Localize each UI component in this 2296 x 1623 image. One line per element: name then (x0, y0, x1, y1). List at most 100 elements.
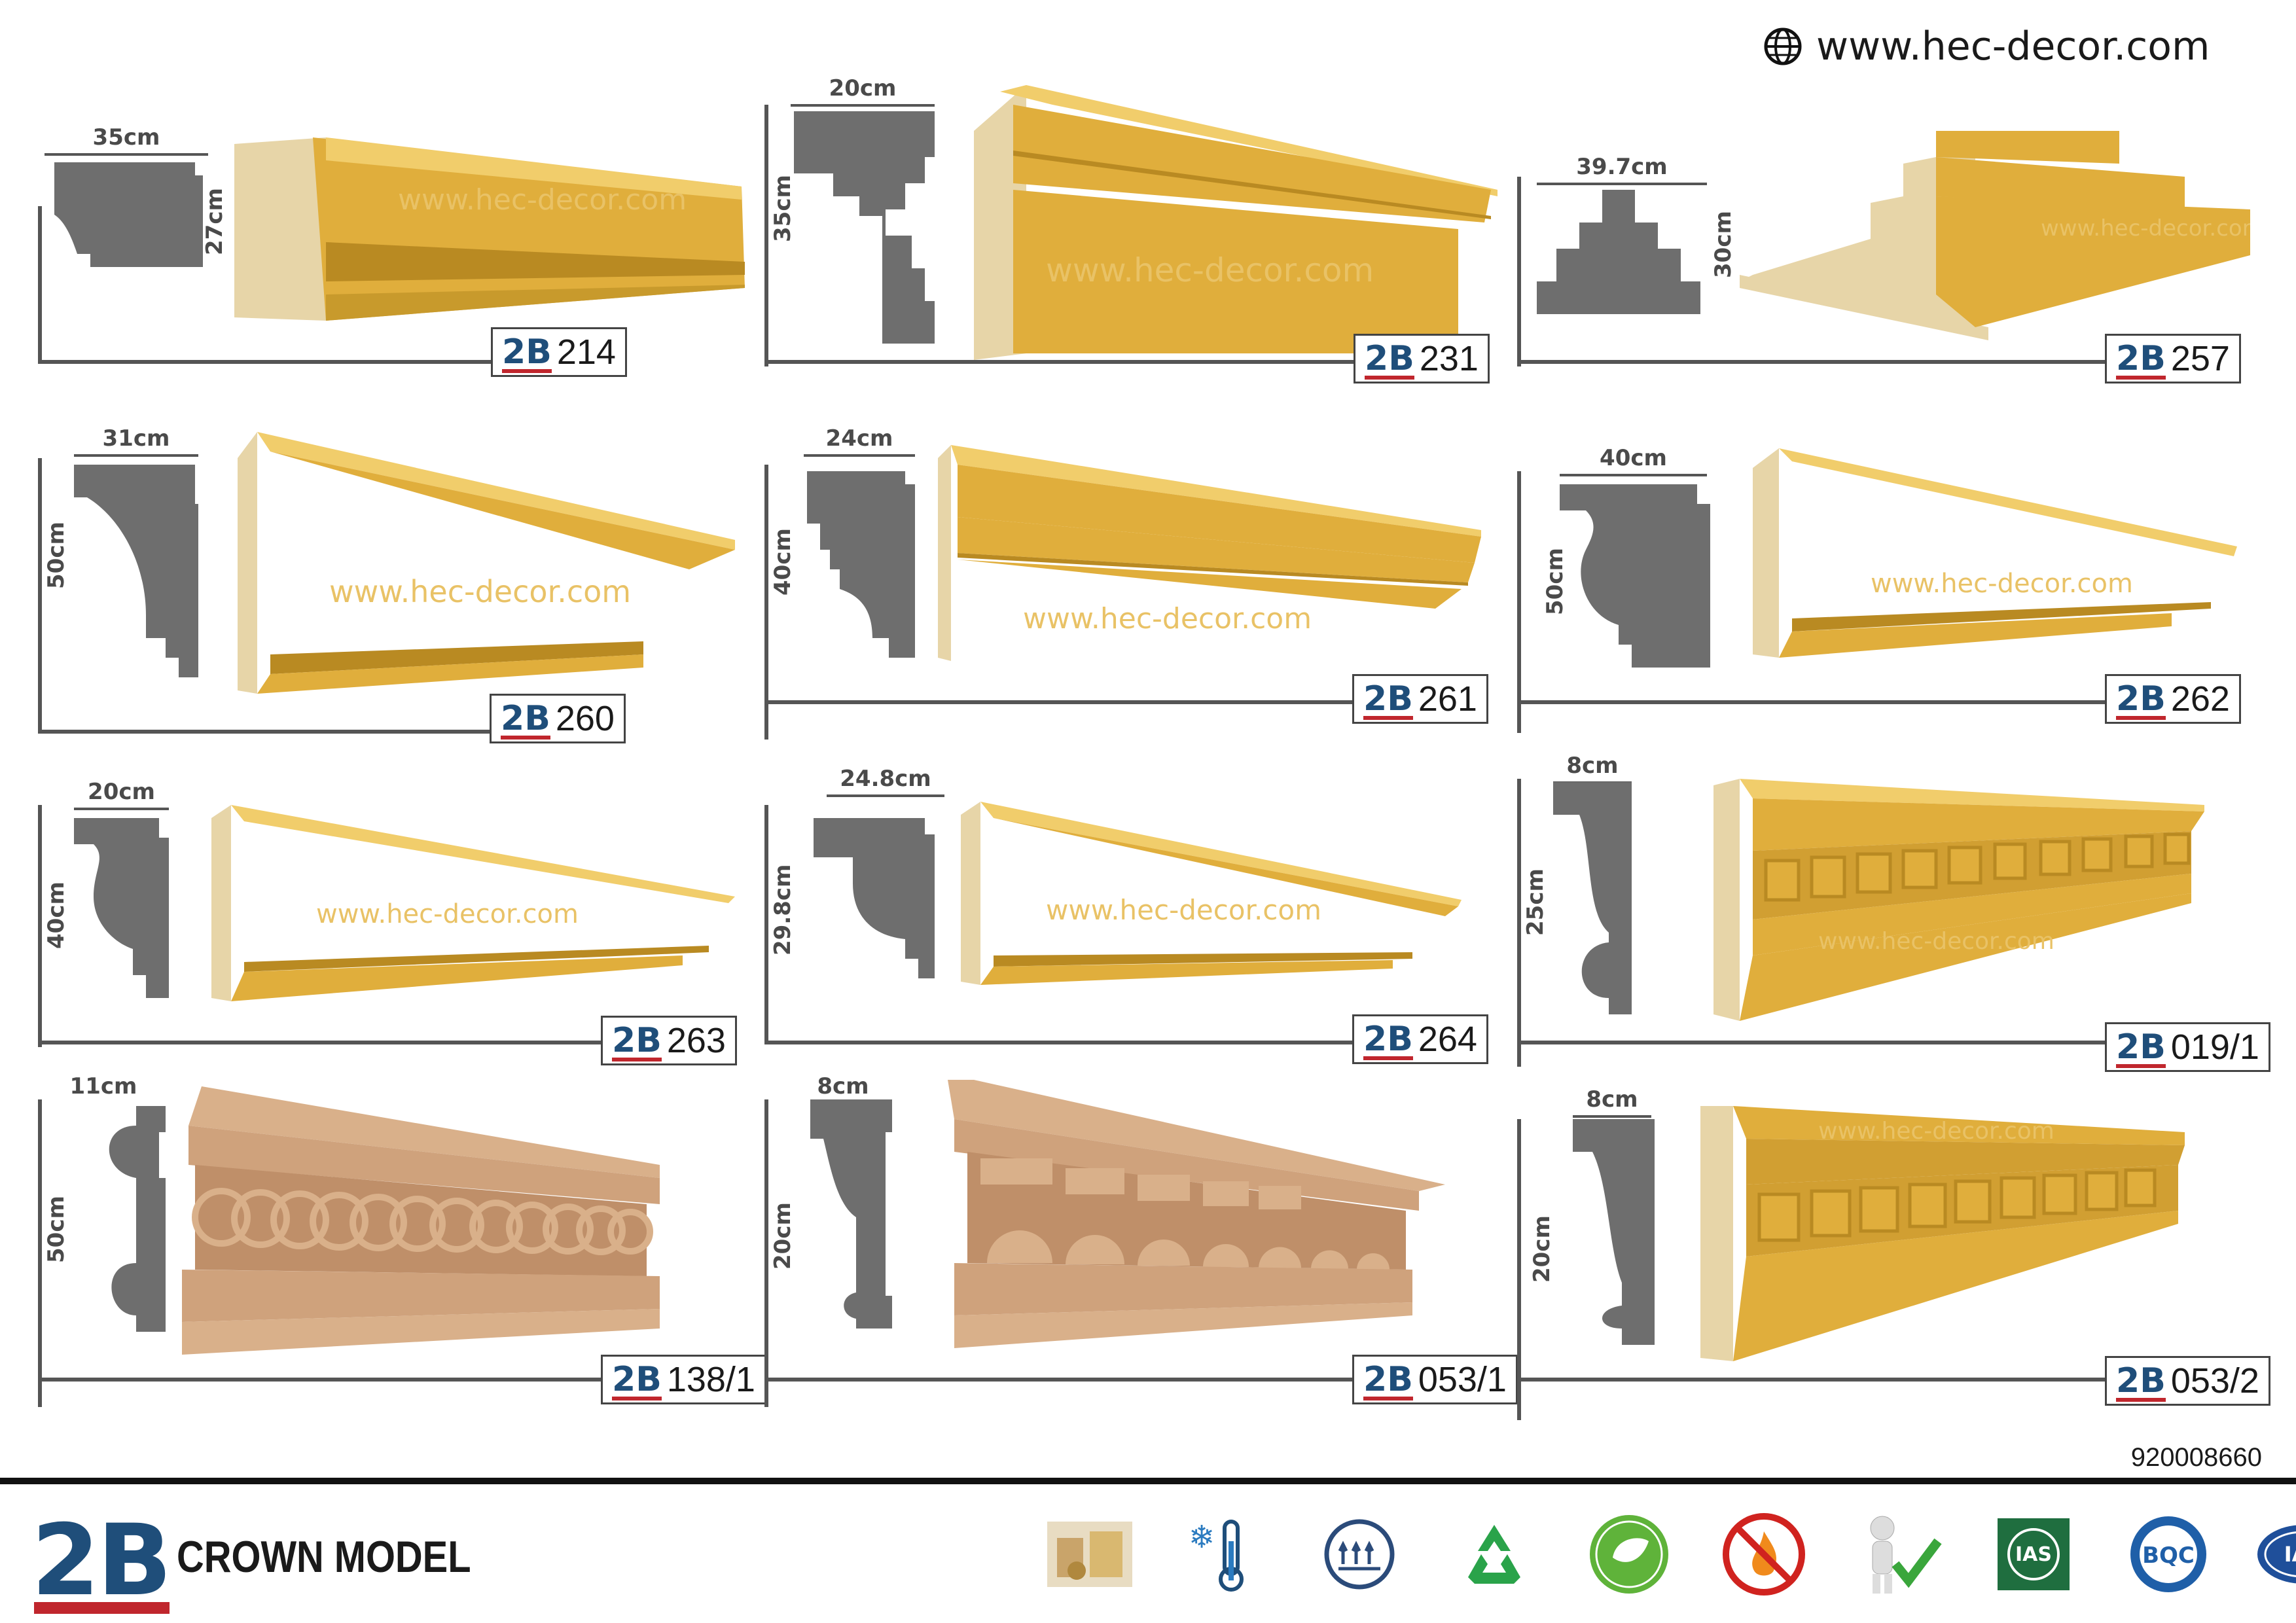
page-title: CROWN MODEL (177, 1532, 471, 1582)
width-dimension: 39.7cm (1537, 154, 1707, 185)
width-dimension: 8cm (1553, 753, 1632, 784)
svg-text:www.hec-decor.com: www.hec-decor.com (1871, 569, 2133, 599)
svg-text:www.hec-decor.com: www.hec-decor.com (1046, 251, 1374, 289)
width-dimension: 31cm (74, 425, 198, 457)
height-dimension: 25cm (1522, 868, 1549, 936)
moulding-render: www.hec-decor.com (1700, 1106, 2185, 1361)
profile-section (1553, 782, 1632, 1014)
width-dimension: 24.8cm (827, 766, 944, 797)
catalog-number: 920008660 (2130, 1443, 2262, 1472)
height-dimension: 35cm (770, 175, 796, 242)
moisture-resistance-icon (1310, 1512, 1408, 1597)
profile-section (74, 818, 169, 998)
height-dimension: 40cm (43, 882, 69, 949)
svg-text:BQC: BQC (2142, 1543, 2195, 1569)
website-header: www.hec-decor.com (1764, 24, 2210, 69)
brand-logo: 2B (31, 1504, 172, 1618)
moulding-render: www.hec-decor.com (974, 85, 1498, 360)
profile-section (87, 1106, 166, 1332)
recycle-icon (1445, 1512, 1543, 1597)
moulding-render: www.hec-decor.com (1713, 779, 2204, 1021)
height-dimension: 20cm (770, 1202, 796, 1270)
moulding-render: www.hec-decor.com (238, 432, 735, 694)
environment-friendly-badge (1580, 1512, 1678, 1597)
moulding-render (182, 1086, 660, 1355)
website-url: www.hec-decor.com (1816, 24, 2210, 69)
height-dimension: 29.8cm (770, 864, 796, 955)
height-dimension: 40cm (770, 528, 796, 596)
svg-text:❄: ❄ (1189, 1519, 1215, 1556)
height-dimension: 30cm (1710, 211, 1736, 278)
approved-figure-icon (1850, 1512, 1948, 1597)
svg-text:www.hec-decor.com: www.hec-decor.com (329, 574, 631, 609)
svg-text:www.hec-decor.com: www.hec-decor.com (1818, 1118, 2054, 1145)
height-dimension: 50cm (43, 522, 69, 589)
profile-section (1573, 1119, 1655, 1345)
width-dimension: 35cm (45, 124, 208, 156)
svg-text:www.hec-decor.com: www.hec-decor.com (398, 183, 687, 217)
svg-text:IAS: IAS (2015, 1543, 2052, 1566)
svg-text:IAF: IAF (2284, 1542, 2296, 1567)
moulding-render: www.hec-decor.com (938, 445, 1481, 661)
boc-logo: BQC (2119, 1512, 2217, 1597)
profile-section (1537, 190, 1700, 314)
width-dimension: 24cm (804, 425, 915, 457)
width-dimension: 8cm (817, 1073, 869, 1099)
width-dimension: 40cm (1560, 445, 1707, 476)
profile-section (54, 162, 203, 267)
moulding-render (948, 1080, 1445, 1348)
ias-logo: IAS (1984, 1512, 2083, 1597)
moulding-render: www.hec-decor.com (961, 802, 1462, 985)
profile-section (810, 1099, 892, 1329)
width-dimension: 8cm (1573, 1086, 1651, 1118)
height-dimension: 50cm (43, 1196, 69, 1263)
thermal-insulation-icon: ❄ (1175, 1512, 1274, 1597)
profile-section (74, 465, 198, 677)
profile-section (807, 471, 915, 658)
svg-text:www.hec-decor.com: www.hec-decor.com (1046, 894, 1321, 926)
profile-section (1560, 484, 1710, 668)
profile-section (794, 111, 935, 344)
footer-divider (0, 1478, 2296, 1484)
iaf-logo: IAF (2254, 1512, 2296, 1597)
moulding-render: www.hec-decor.com (211, 805, 735, 1001)
svg-text:www.hec-decor.com: www.hec-decor.com (1818, 928, 2054, 955)
height-dimension: 20cm (1529, 1215, 1555, 1283)
svg-text:www.hec-decor.com: www.hec-decor.com (2041, 215, 2250, 241)
globe-icon (1764, 27, 1802, 65)
width-dimension: 20cm (74, 779, 169, 810)
